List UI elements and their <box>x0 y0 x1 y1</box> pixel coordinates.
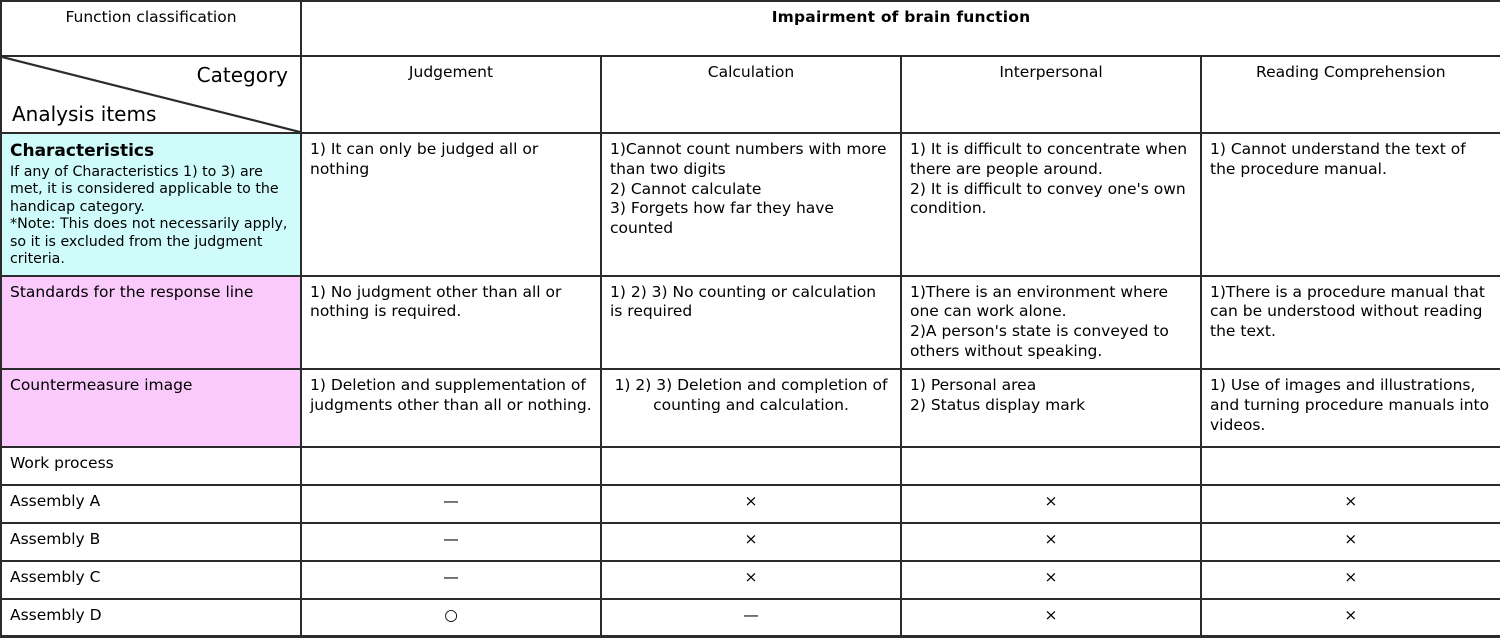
cell-work-process-reading <box>1199 445 1500 486</box>
category-header-row: Category Analysis items Judgement Calcul… <box>0 55 1500 134</box>
row-label-assembly-c: Assembly C <box>0 559 302 600</box>
cell-standards-judgement: 1) No judgment other than all or nothing… <box>300 274 602 370</box>
cell-assembly-b-calculation: × <box>600 521 902 562</box>
table-row-assembly-d: Assembly D ○ — × × <box>0 597 1500 638</box>
cell-work-process-calculation <box>600 445 902 486</box>
table-row-assembly-b: Assembly B — × × × <box>0 521 1500 562</box>
cell-work-process-interpersonal <box>900 445 1202 486</box>
table-row-work-process: Work process <box>0 445 1500 486</box>
row-label-characteristics: Characteristics If any of Characteristic… <box>0 132 302 277</box>
cell-countermeasure-judgement: 1) Deletion and supplementation of judgm… <box>300 367 602 448</box>
cell-characteristics-reading: 1) Cannot understand the text of the pro… <box>1199 132 1500 277</box>
cell-countermeasure-reading: 1) Use of images and illustrations, and … <box>1199 367 1500 448</box>
column-header-judgement: Judgement <box>300 55 602 134</box>
row-label-assembly-a: Assembly A <box>0 483 302 524</box>
column-header-calculation: Calculation <box>600 55 902 134</box>
cell-characteristics-judgement: 1) It can only be judged all or nothing <box>300 132 602 277</box>
cell-assembly-a-judgement: — <box>300 483 602 524</box>
cell-assembly-d-interpersonal: × <box>900 597 1202 638</box>
cell-assembly-d-reading: × <box>1199 597 1500 638</box>
banner-title: Impairment of brain function <box>299 0 1500 57</box>
row-label-countermeasure: Countermeasure image <box>0 367 302 448</box>
cell-assembly-c-reading: × <box>1199 559 1500 600</box>
table-row-countermeasure: Countermeasure image 1) Deletion and sup… <box>0 367 1500 448</box>
cell-assembly-a-interpersonal: × <box>900 483 1202 524</box>
cell-standards-interpersonal: 1)There is an environment where one can … <box>900 274 1202 370</box>
cell-assembly-c-judgement: — <box>300 559 602 600</box>
table-row-assembly-c: Assembly C — × × × <box>0 559 1500 600</box>
cell-assembly-b-reading: × <box>1199 521 1500 562</box>
row-label-work-process: Work process <box>0 445 302 486</box>
table-row-characteristics: Characteristics If any of Characteristic… <box>0 132 1500 277</box>
table-row-standards: Standards for the response line 1) No ju… <box>0 274 1500 370</box>
column-header-reading-comprehension: Reading Comprehension <box>1199 55 1500 134</box>
cell-standards-reading: 1)There is a procedure manual that can b… <box>1199 274 1500 370</box>
column-header-interpersonal: Interpersonal <box>900 55 1202 134</box>
row-label-characteristics-title: Characteristics <box>10 141 155 161</box>
corner-diagonal-header: Category Analysis items <box>0 55 302 134</box>
corner-analysis-label: Analysis items <box>12 102 157 127</box>
function-classification-label: Function classification <box>0 0 302 57</box>
cell-standards-calculation: 1) 2) 3) No counting or calculation is r… <box>600 274 902 370</box>
diagonal-divider-icon <box>2 57 300 132</box>
row-label-standards: Standards for the response line <box>0 274 302 370</box>
cell-assembly-c-calculation: × <box>600 559 902 600</box>
row-label-assembly-b: Assembly B <box>0 521 302 562</box>
cell-work-process-judgement <box>300 445 602 486</box>
cell-characteristics-calculation: 1)Cannot count numbers with more than tw… <box>600 132 902 277</box>
banner-row: Function classification Impairment of br… <box>0 0 1500 57</box>
cell-assembly-a-calculation: × <box>600 483 902 524</box>
cell-assembly-d-calculation: — <box>600 597 902 638</box>
row-label-assembly-d: Assembly D <box>0 597 302 638</box>
row-label-characteristics-note: If any of Characteristics 1) to 3) are m… <box>10 163 288 268</box>
cell-countermeasure-interpersonal: 1) Personal area 2) Status display mark <box>900 367 1202 448</box>
cell-assembly-d-judgement: ○ <box>300 597 602 638</box>
cell-assembly-b-interpersonal: × <box>900 521 1202 562</box>
cell-assembly-c-interpersonal: × <box>900 559 1202 600</box>
cell-characteristics-interpersonal: 1) It is difficult to concentrate when t… <box>900 132 1202 277</box>
cell-assembly-b-judgement: — <box>300 521 602 562</box>
cell-assembly-a-reading: × <box>1199 483 1500 524</box>
cell-countermeasure-calculation: 1) 2) 3) Deletion and completion of coun… <box>600 367 902 448</box>
table-row-assembly-a: Assembly A — × × × <box>0 483 1500 524</box>
corner-category-label: Category <box>196 63 288 87</box>
